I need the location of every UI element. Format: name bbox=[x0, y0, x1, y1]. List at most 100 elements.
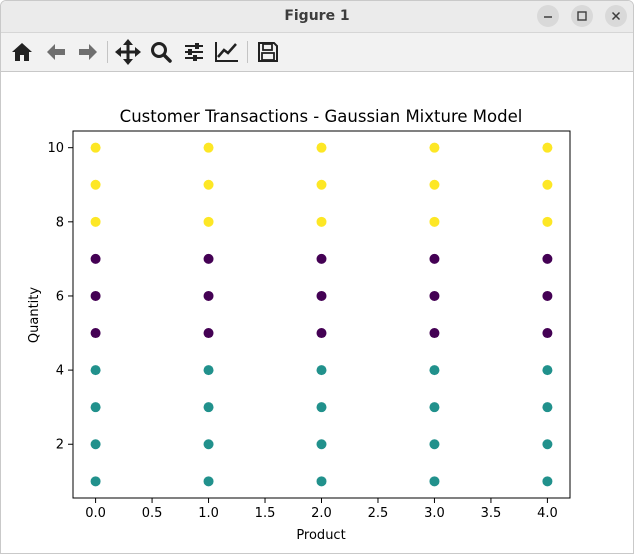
data-point bbox=[316, 216, 327, 227]
x-tick-label: 3.0 bbox=[424, 506, 445, 521]
x-tick-label: 0.5 bbox=[142, 506, 163, 521]
back-arrow-icon bbox=[47, 44, 65, 60]
data-point bbox=[429, 290, 440, 301]
pan-icon bbox=[115, 39, 141, 65]
data-point bbox=[429, 476, 440, 487]
data-point bbox=[90, 365, 101, 376]
data-point bbox=[316, 328, 327, 339]
data-point bbox=[203, 476, 214, 487]
data-point bbox=[542, 328, 553, 339]
x-tick-label: 0.0 bbox=[85, 506, 106, 521]
data-point bbox=[316, 179, 327, 190]
data-point bbox=[90, 290, 101, 301]
data-point bbox=[542, 179, 553, 190]
data-point bbox=[542, 476, 553, 487]
data-point bbox=[316, 142, 327, 153]
y-tick-label: 2 bbox=[56, 438, 64, 453]
navigation-toolbar bbox=[1, 33, 633, 72]
zoom-icon bbox=[151, 42, 172, 63]
close-button[interactable] bbox=[605, 5, 627, 27]
data-point bbox=[90, 142, 101, 153]
pan-button[interactable] bbox=[114, 38, 142, 66]
data-point bbox=[542, 402, 553, 413]
data-point bbox=[90, 402, 101, 413]
scatter-chart: Customer Transactions - Gaussian Mixture… bbox=[27, 107, 571, 543]
x-tick-label: 1.5 bbox=[255, 506, 276, 521]
data-point bbox=[542, 216, 553, 227]
data-point bbox=[316, 365, 327, 376]
data-point bbox=[542, 439, 553, 450]
minimize-button[interactable] bbox=[537, 5, 559, 27]
data-point bbox=[90, 216, 101, 227]
y-tick-label: 8 bbox=[56, 215, 64, 230]
plot-area-frame bbox=[72, 130, 571, 499]
data-point bbox=[316, 476, 327, 487]
forward-button[interactable] bbox=[74, 38, 102, 66]
data-point bbox=[316, 290, 327, 301]
edit-axis-button[interactable] bbox=[213, 38, 241, 66]
x-tick-label: 4.0 bbox=[537, 506, 558, 521]
x-tick-label: 2.0 bbox=[311, 506, 332, 521]
forward-arrow-icon bbox=[79, 44, 97, 60]
data-point bbox=[316, 402, 327, 413]
x-axis-label: Product bbox=[296, 528, 345, 543]
maximize-icon bbox=[577, 11, 587, 21]
configure-subplots-button[interactable] bbox=[180, 38, 208, 66]
data-point bbox=[203, 328, 214, 339]
y-tick-label: 6 bbox=[56, 289, 64, 304]
data-point bbox=[203, 439, 214, 450]
minimize-icon bbox=[544, 16, 552, 18]
x-axis-ticks: 0.0 0.5 1.0 1.5 2.0 2.5 3.0 3.5 4.0 bbox=[85, 498, 558, 521]
data-points bbox=[90, 142, 553, 487]
data-point bbox=[429, 328, 440, 339]
y-tick-label: 4 bbox=[56, 364, 64, 379]
toolbar-separator bbox=[247, 41, 248, 63]
data-point bbox=[429, 365, 440, 376]
data-point bbox=[203, 179, 214, 190]
data-point bbox=[203, 253, 214, 264]
title-bar: Figure 1 bbox=[1, 1, 633, 33]
configure-subplots-icon bbox=[185, 43, 203, 61]
save-icon bbox=[258, 42, 278, 62]
data-point bbox=[316, 439, 327, 450]
data-point bbox=[542, 253, 553, 264]
data-point bbox=[203, 216, 214, 227]
chart-title: Customer Transactions - Gaussian Mixture… bbox=[120, 107, 523, 126]
data-point bbox=[429, 253, 440, 264]
home-button[interactable] bbox=[8, 38, 36, 66]
window-title: Figure 1 bbox=[284, 8, 350, 24]
edit-axis-icon bbox=[215, 42, 238, 62]
x-tick-label: 1.0 bbox=[198, 506, 219, 521]
maximize-button[interactable] bbox=[571, 5, 593, 27]
data-point bbox=[542, 365, 553, 376]
home-icon bbox=[12, 43, 32, 61]
x-tick-label: 3.5 bbox=[481, 506, 502, 521]
data-point bbox=[90, 439, 101, 450]
back-button[interactable] bbox=[42, 38, 70, 66]
y-tick-label: 10 bbox=[47, 141, 64, 156]
data-point bbox=[429, 142, 440, 153]
data-point bbox=[90, 253, 101, 264]
data-point bbox=[316, 253, 327, 264]
toolbar-separator bbox=[107, 41, 108, 63]
data-point bbox=[542, 142, 553, 153]
zoom-button[interactable] bbox=[147, 38, 175, 66]
data-point bbox=[429, 439, 440, 450]
data-point bbox=[429, 402, 440, 413]
data-point bbox=[542, 290, 553, 301]
y-axis-label: Quantity bbox=[27, 287, 42, 343]
data-point bbox=[203, 142, 214, 153]
data-point bbox=[429, 216, 440, 227]
data-point bbox=[203, 365, 214, 376]
save-button[interactable] bbox=[254, 38, 282, 66]
y-axis-ticks: 2 4 6 8 10 bbox=[47, 141, 73, 453]
data-point bbox=[90, 179, 101, 190]
data-point bbox=[203, 290, 214, 301]
data-point bbox=[203, 402, 214, 413]
figure-canvas: Customer Transactions - Gaussian Mixture… bbox=[1, 72, 633, 553]
x-tick-label: 2.5 bbox=[368, 506, 389, 521]
close-icon bbox=[611, 11, 621, 21]
data-point bbox=[90, 328, 101, 339]
data-point bbox=[429, 179, 440, 190]
